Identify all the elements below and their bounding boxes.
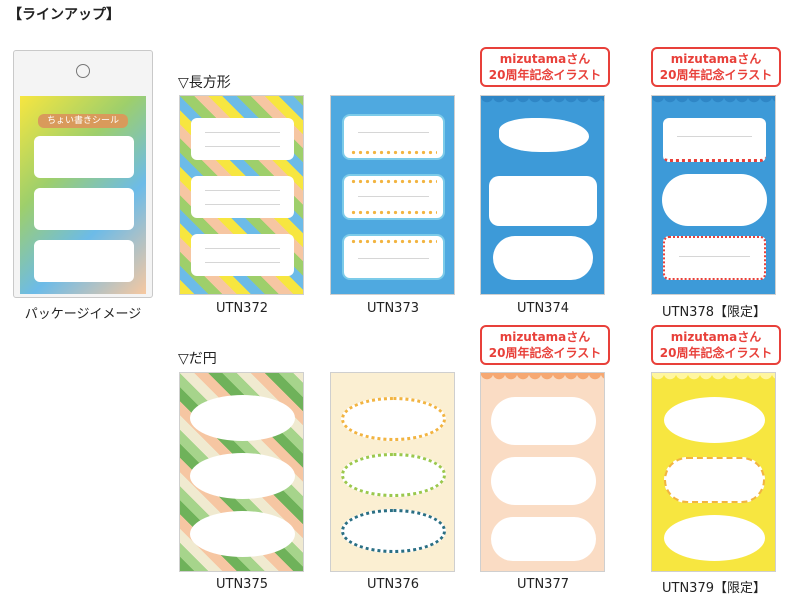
product-caption-utn378: UTN378【限定】 (662, 305, 766, 320)
cloud-label (493, 236, 593, 280)
sticker-sheet-utn373 (330, 95, 455, 295)
sticker-sheet-utn378 (651, 95, 776, 295)
package-title: ちょい書きシール (38, 114, 128, 128)
badge-line1: mizutamaさん (670, 330, 762, 344)
section-rect-label: ▽長方形 (178, 75, 231, 91)
mizutama-badge-utn377: mizutamaさん 20周年記念イラスト (480, 325, 610, 365)
sticker-sheet-utn377 (480, 372, 605, 572)
lineup-heading: 【ラインアップ】 (8, 7, 120, 23)
product-caption-utn373: UTN373 (367, 301, 419, 316)
sticker-sheet-utn372 (179, 95, 304, 295)
mizutama-badge-utn378: mizutamaさん 20周年記念イラスト (651, 47, 781, 87)
product-caption-utn377: UTN377 (517, 577, 569, 592)
product-caption-utn379: UTN379【限定】 (662, 581, 766, 596)
badge-line2: 20周年記念イラスト (488, 346, 602, 360)
section-oval-label: ▽だ円 (178, 351, 217, 367)
product-caption-utn374: UTN374 (517, 301, 569, 316)
mizutama-badge-utn374: mizutamaさん 20周年記念イラスト (480, 47, 610, 87)
hang-hole-icon (76, 64, 90, 78)
badge-line2: 20周年記念イラスト (488, 68, 602, 82)
sticker-sheet-utn374 (480, 95, 605, 295)
sticker-sheet-utn375 (179, 372, 304, 572)
sticker-sheet-utn379 (651, 372, 776, 572)
sticker-sheet-utn376 (330, 372, 455, 572)
package-sticker-sheet: ちょい書きシール (20, 96, 146, 294)
badge-line2: 20周年記念イラスト (659, 346, 773, 360)
product-caption-utn376: UTN376 (367, 577, 419, 592)
mizutama-badge-utn379: mizutamaさん 20周年記念イラスト (651, 325, 781, 365)
product-caption-utn372: UTN372 (216, 301, 268, 316)
package-image: ちょい書きシール (13, 50, 153, 298)
badge-line1: mizutamaさん (499, 52, 591, 66)
badge-line1: mizutamaさん (670, 52, 762, 66)
badge-line2: 20周年記念イラスト (659, 68, 773, 82)
package-caption: パッケージイメージ (24, 307, 142, 322)
badge-line1: mizutamaさん (499, 330, 591, 344)
bird-label (499, 118, 589, 152)
product-caption-utn375: UTN375 (216, 577, 268, 592)
